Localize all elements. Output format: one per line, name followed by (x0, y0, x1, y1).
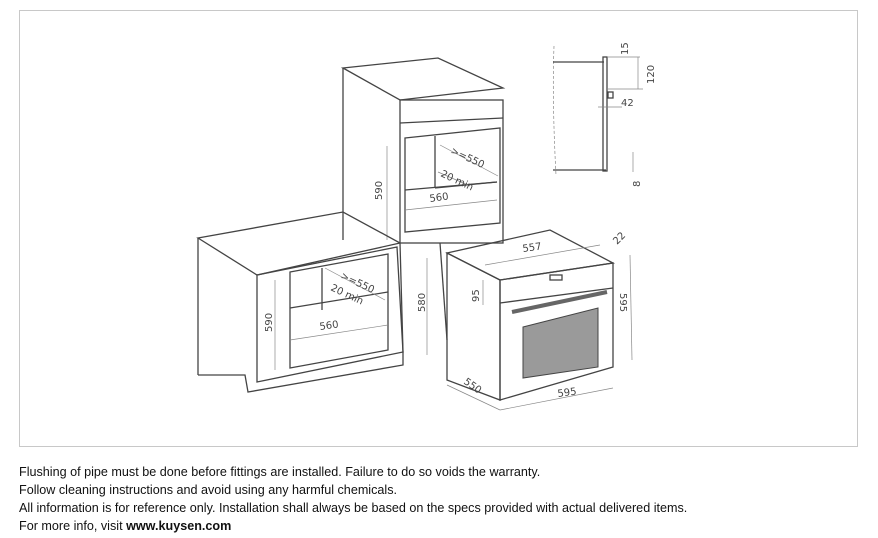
oven-panel-height-label: 95 (471, 289, 482, 302)
note-line: All information is for reference only. I… (19, 501, 688, 515)
oven-offset-label: 22 (611, 230, 628, 247)
oven-window (522, 307, 599, 379)
installation-diagram: >=550 20 min 560 590 >=550 20 min 560 59… (196, 42, 657, 411)
detail-top-label: 15 (620, 42, 631, 55)
note-line: For more info, visit www.kuysen.com (19, 517, 687, 535)
upper-depth-label: >=550 (449, 146, 486, 171)
installation-notes: Flushing of pipe must be done before fit… (19, 463, 687, 535)
upper-height-label: 590 (374, 181, 385, 200)
note-prefix: For more info, visit (19, 519, 127, 533)
side-detail (552, 45, 643, 176)
note-line: Follow cleaning instructions and avoid u… (19, 483, 398, 497)
oven-width-label: 595 (557, 386, 577, 400)
upper-width-label: 560 (429, 191, 449, 205)
diagram-frame (19, 10, 858, 447)
website-link[interactable]: www.kuysen.com (126, 519, 232, 533)
oven (445, 229, 633, 411)
oven-top-width-label: 557 (522, 241, 542, 255)
column-height-label: 580 (417, 293, 428, 312)
lower-height-label: 590 (264, 313, 275, 332)
lower-cabinet (196, 211, 404, 393)
detail-bottom-label: 8 (632, 181, 643, 187)
note-line: Flushing of pipe must be done before fit… (19, 465, 541, 479)
oven-height-label: 595 (617, 293, 628, 312)
column (399, 242, 448, 355)
detail-offset-label: 42 (621, 98, 634, 109)
detail-vent-label: 120 (646, 65, 657, 84)
lower-width-label: 560 (319, 319, 339, 333)
upper-gap-label: 20 min (439, 169, 475, 194)
upper-cabinet (340, 57, 506, 244)
